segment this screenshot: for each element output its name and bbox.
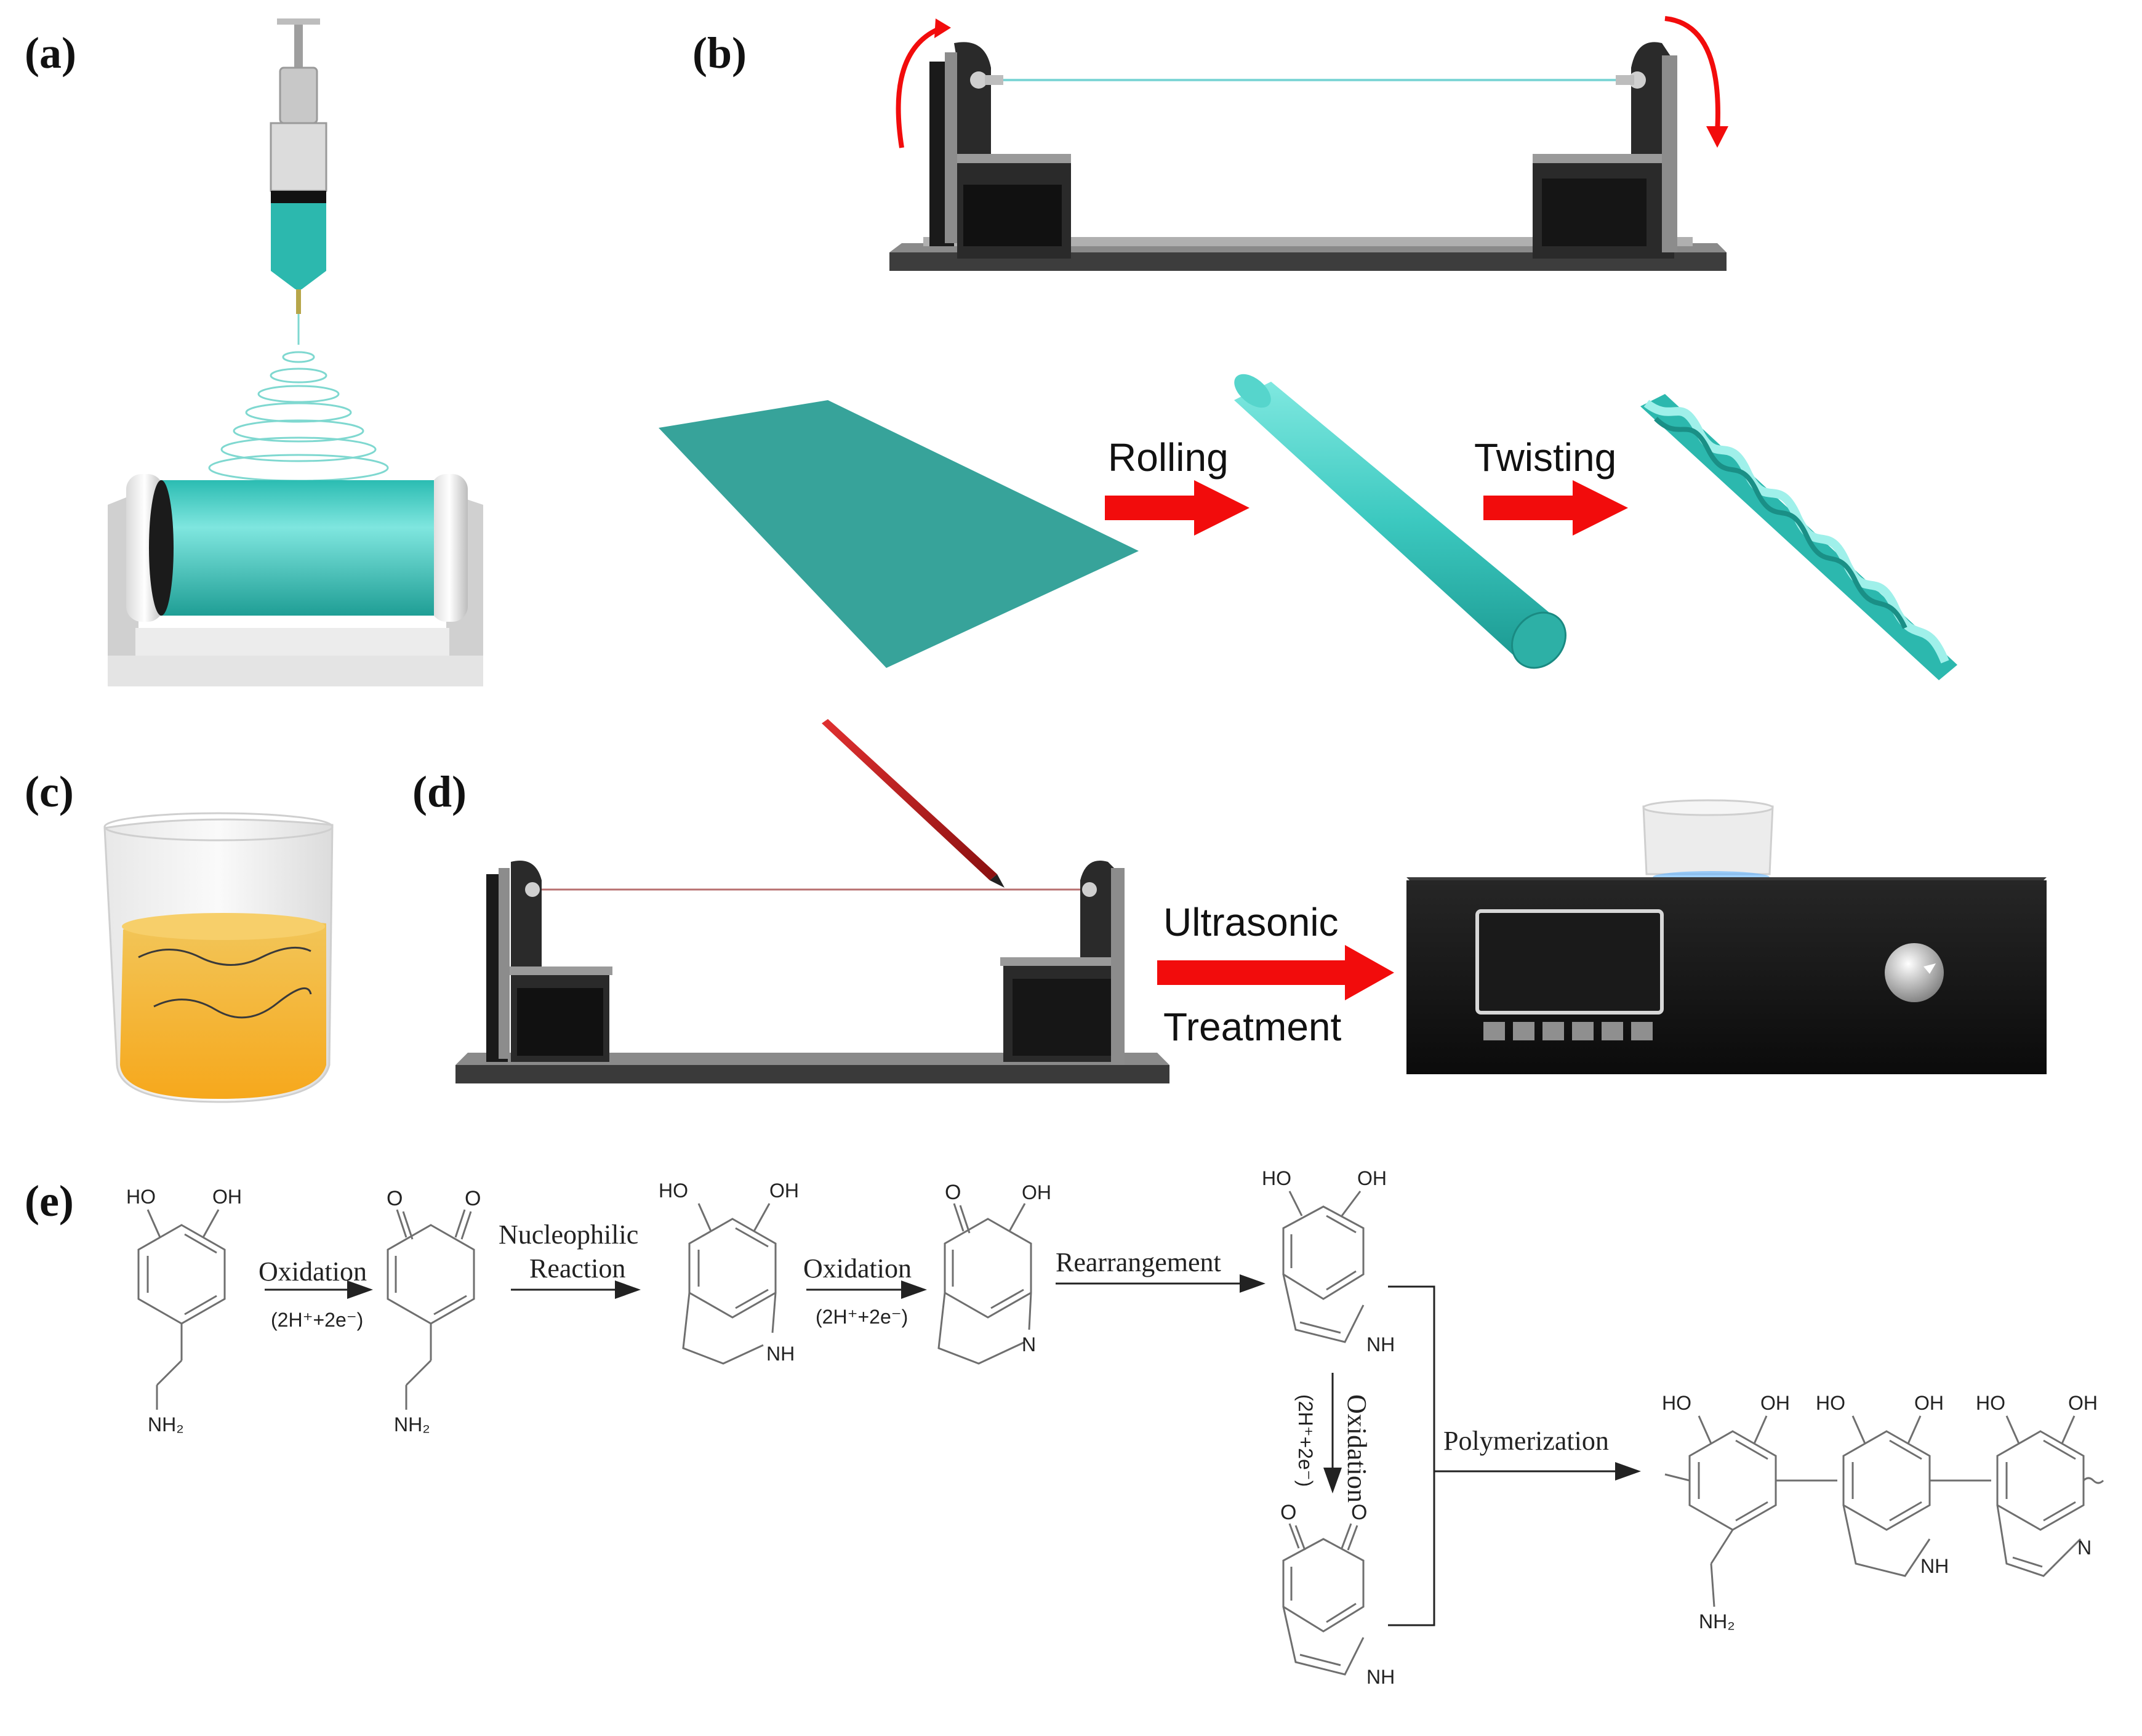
display-screen (1475, 909, 1664, 1015)
atom-oh-p3: OH (2068, 1392, 2098, 1414)
atom-oh-5: OH (1357, 1167, 1387, 1189)
atom-ho-p3: HO (1976, 1392, 2005, 1414)
panel-label-c: (c) (25, 767, 74, 816)
atom-oh-3: OH (769, 1179, 799, 1202)
panel-label-a: (a) (25, 28, 76, 78)
atom-ho-1: HO (126, 1186, 156, 1208)
indolequinone-structure (1282, 1523, 1365, 1676)
ultrasonic-arrow-icon (1157, 945, 1394, 1000)
twisting-arrow-icon (1483, 480, 1628, 536)
atom-n-p: N (2077, 1537, 2092, 1559)
atom-ho-5: HO (1262, 1167, 1291, 1189)
panel-label-d: (d) (412, 767, 467, 816)
atom-oh-p1: OH (1760, 1392, 1790, 1414)
atom-nh-6: NH (1366, 1666, 1395, 1688)
rolled-rod (1234, 374, 1566, 669)
atom-oh-4: OH (1022, 1181, 1051, 1204)
atom-n-4: N (1022, 1333, 1036, 1356)
panel-label-b: (b) (692, 28, 747, 78)
right-stand (1533, 42, 1677, 259)
beaker-icon (103, 812, 334, 1103)
reaction-scheme (137, 1191, 2104, 1676)
ultrasonic-bath (1406, 799, 2047, 1074)
electrons-label-2: (2H⁺+2e⁻) (816, 1306, 908, 1328)
atom-nh-5: NH (1366, 1333, 1395, 1356)
nucleophilic-label: Nucleophilic (499, 1220, 638, 1250)
atom-ho-p1: HO (1662, 1392, 1691, 1414)
twisting-device (889, 16, 1728, 271)
dopaminechrome-structure (937, 1203, 1032, 1365)
rearrangement-label: Rearrangement (1056, 1247, 1221, 1277)
pen-icon (822, 719, 1005, 888)
fiber-forming-sequence: Rolling Twisting (659, 374, 1957, 680)
rolling-arrow-icon (1105, 480, 1250, 536)
atom-nh2-2: NH₂ (394, 1413, 430, 1436)
electrons-label-3: (2H⁺+2e⁻) (1294, 1394, 1317, 1487)
atom-oh-1: OH (212, 1186, 242, 1208)
rotation-arrow-left (896, 25, 943, 148)
dhi-structure (1282, 1191, 1365, 1343)
atom-nh2-1: NH₂ (148, 1413, 184, 1436)
syringe-icon (270, 18, 327, 314)
twisted-yarn (1640, 394, 1957, 680)
oxidation-label-2: Oxidation (803, 1253, 912, 1284)
control-buttons (1483, 1022, 1653, 1040)
atom-o-2a: O (387, 1187, 403, 1210)
atom-nh-3: NH (766, 1343, 795, 1365)
polydopamine-structure (1664, 1415, 2104, 1607)
atom-nh2-p: NH₂ (1699, 1610, 1735, 1633)
atom-o-2b: O (465, 1187, 481, 1210)
polymerization-label: Polymerization (1443, 1426, 1609, 1456)
rotation-arrow-right (1664, 16, 1720, 133)
left-stand (929, 42, 1071, 259)
scheme-labels: Oxidation (2H⁺+2e⁻) Nucleophilic Reactio… (126, 1167, 2098, 1688)
atom-nh-p: NH (1920, 1555, 1949, 1577)
rolling-label: Rolling (1108, 435, 1229, 480)
atom-oh-p2: OH (1914, 1392, 1944, 1414)
oxidation-label-3: Oxidation (1342, 1394, 1372, 1503)
reaction-label: Reaction (529, 1253, 625, 1284)
dial-knob-icon (1885, 943, 1944, 1002)
twisting-label: Twisting (1474, 435, 1616, 480)
panel-label-e: (e) (25, 1176, 74, 1226)
atom-ho-3: HO (659, 1179, 688, 1202)
electrospinning-setup (108, 18, 483, 686)
rotating-collector (108, 474, 483, 686)
atom-o-4: O (945, 1181, 961, 1204)
atom-ho-p2: HO (1816, 1392, 1845, 1414)
leucodopaminechrome-structure (682, 1203, 777, 1365)
treatment-label: Treatment (1163, 1005, 1342, 1049)
ultrasonic-label: Ultrasonic (1163, 900, 1339, 944)
fiber-sheet (659, 400, 1139, 668)
atom-o-6b: O (1351, 1501, 1367, 1524)
dopaquinone-structure (387, 1209, 475, 1410)
fiber-jet (208, 314, 389, 482)
oxidation-label-1: Oxidation (259, 1256, 367, 1287)
electrons-label-1: (2H⁺+2e⁻) (271, 1309, 363, 1331)
atom-o-6a: O (1280, 1501, 1296, 1524)
dopamine-structure (137, 1209, 226, 1410)
ultrasonic-setup: Ultrasonic Treatment (455, 719, 2047, 1083)
